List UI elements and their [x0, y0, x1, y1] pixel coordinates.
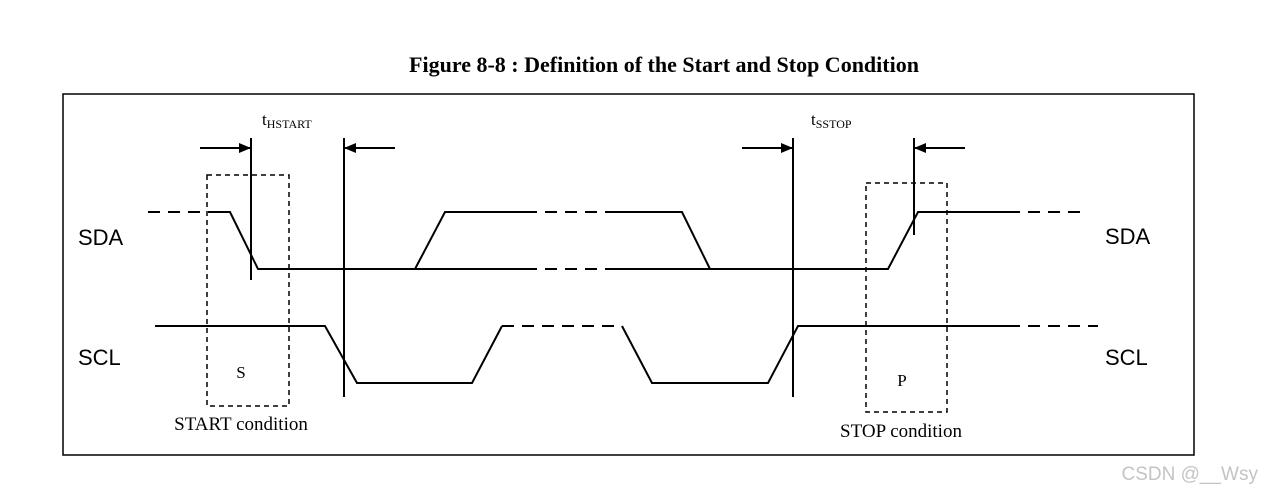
timing-markers	[250, 138, 915, 397]
stop-symbol: P	[897, 371, 906, 390]
start-condition-box	[206, 174, 290, 407]
stop-condition-label: STOP condition	[840, 421, 962, 442]
watermark: CSDN @__Wsy	[1122, 464, 1259, 485]
t-hstart-label: tHSTART	[262, 110, 312, 131]
start-condition-label: START condition	[174, 414, 308, 435]
start-symbol: S	[236, 363, 245, 382]
stop-condition-box	[865, 182, 948, 413]
sda-waveform	[148, 211, 1082, 270]
t-sstop-label: tSSTOP	[811, 110, 852, 131]
sda-label-right: SDA	[1105, 224, 1151, 249]
sda-label-left: SDA	[78, 225, 124, 250]
figure-frame	[62, 93, 1195, 456]
figure-title: Figure 8-8 : Definition of the Start and…	[409, 52, 919, 77]
scl-waveform	[155, 325, 1098, 384]
scl-label-left: SCL	[78, 345, 121, 370]
scl-label-right: SCL	[1105, 345, 1148, 370]
